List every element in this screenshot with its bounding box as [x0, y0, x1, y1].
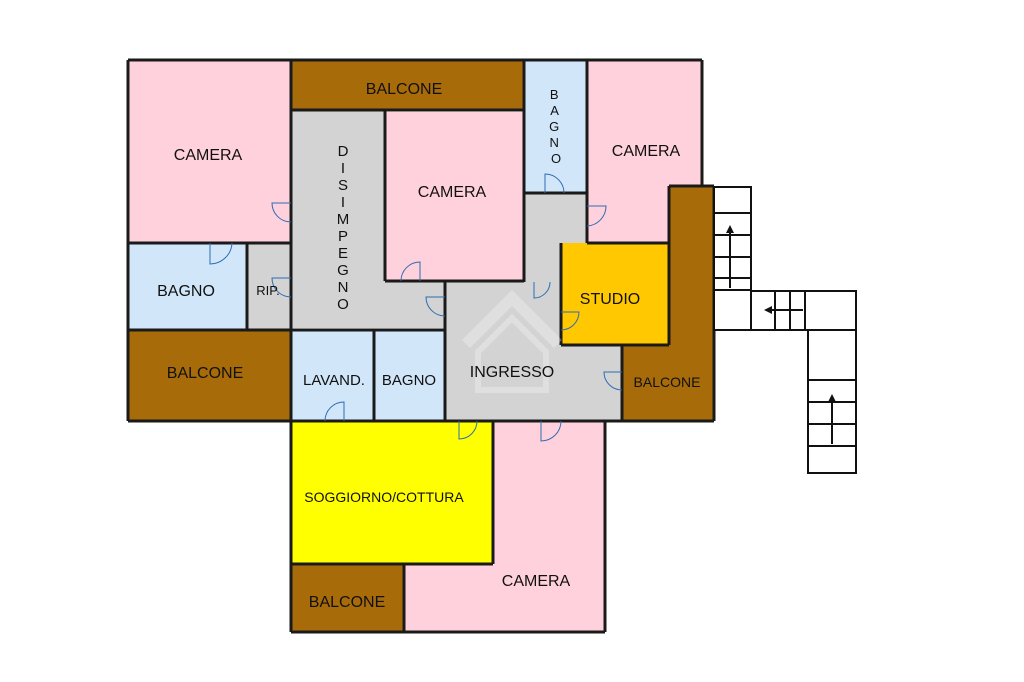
door-swing-soggiorno: [458, 420, 478, 440]
rip-area: [248, 243, 291, 329]
room-labels: CAMERA BALCONE CAMERA B A G N O CAMERA D…: [157, 81, 700, 611]
ingresso-area: [445, 280, 622, 420]
camera-center-area: [386, 112, 523, 280]
walls: [126, 58, 716, 634]
label-camera-ne: CAMERA: [612, 143, 681, 160]
door-swing-bagno-top: [544, 173, 565, 194]
door-swing-rip: [271, 277, 292, 298]
soggiorno-area: [292, 421, 493, 564]
door-swing-disimpegno: [425, 296, 446, 317]
watermark-logo: [462, 290, 562, 393]
door-swing-camera-center: [400, 261, 421, 282]
staircase: [713, 186, 857, 474]
label-soggiorno: SOGGIORNO/COTTURA: [304, 489, 464, 505]
camera-s-area: [404, 421, 604, 632]
stair-arrow-left: [764, 306, 772, 314]
door-swing-camera-nw: [271, 202, 292, 223]
door-swing-studio: [560, 311, 580, 331]
room-fills: [128, 61, 713, 632]
label-rip: RIP.: [256, 283, 280, 298]
door-swing-bagno-w: [209, 242, 233, 265]
label-camera-center: CAMERA: [418, 184, 487, 201]
label-ingresso: INGRESSO: [470, 364, 554, 381]
bagno-mid-area: [375, 330, 444, 420]
label-camera-nw: CAMERA: [174, 147, 243, 164]
label-bagno-mid: BAGNO: [382, 372, 436, 389]
balcone-w-area: [128, 330, 291, 420]
label-balcone-e: BALCONE: [634, 374, 701, 390]
balcone-s-area: [292, 565, 403, 632]
label-balcone-top: BALCONE: [366, 81, 442, 98]
label-bagno-w: BAGNO: [157, 283, 215, 300]
door-swings: [209, 173, 623, 442]
disimpegno-area: [291, 110, 445, 328]
label-balcone-s: BALCONE: [309, 594, 385, 611]
door-swing-camera-ne: [586, 205, 607, 227]
studio-area: [562, 243, 668, 344]
bagno-top-area: [525, 61, 587, 193]
camera-nw-area: [128, 61, 291, 243]
label-balcone-w: BALCONE: [167, 365, 243, 382]
door-swing-corridor-east: [533, 281, 551, 299]
door-swing-balcone-e: [603, 371, 623, 391]
door-swing-camera-s: [540, 420, 562, 442]
bagno-w-area: [128, 243, 247, 329]
label-camera-s: CAMERA: [502, 573, 571, 590]
label-lavand: LAVAND.: [303, 372, 365, 389]
balcone-top-area: [291, 61, 523, 110]
label-studio: STUDIO: [580, 291, 640, 308]
door-swing-lavand: [324, 401, 345, 422]
balcone-e-area: [622, 187, 713, 420]
stair-arrow-up-2: [828, 394, 836, 402]
label-bagno-top: B A G N O: [549, 87, 563, 166]
stair-arrow-up-1: [726, 225, 734, 233]
